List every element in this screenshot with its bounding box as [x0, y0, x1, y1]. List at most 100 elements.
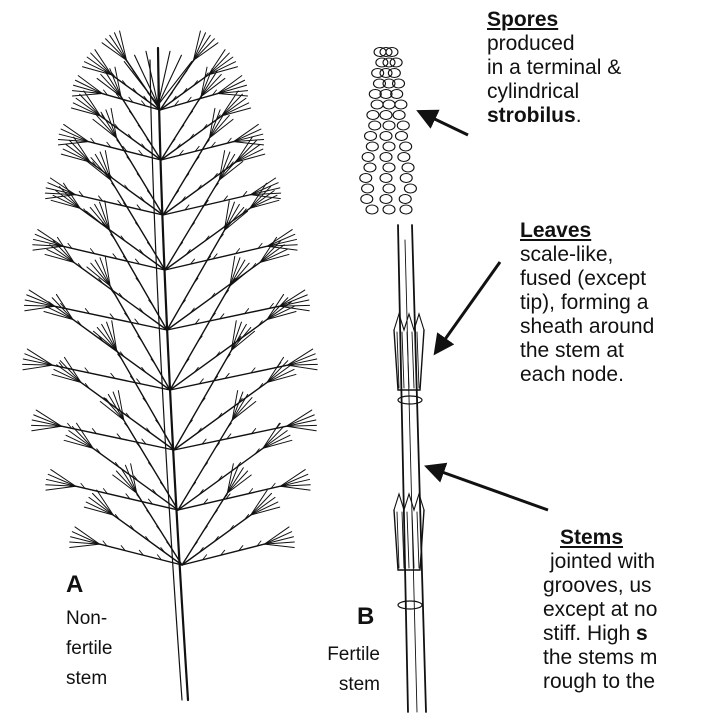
branch-whorl: [167, 201, 310, 330]
needle: [280, 474, 308, 486]
stems-line-4-pre: stiff. High: [543, 622, 636, 645]
needle: [209, 57, 233, 75]
spores-line-4-tail: .: [576, 104, 582, 127]
stems-arrow: [428, 467, 548, 510]
sporangium-scale: [400, 174, 412, 183]
branch: [110, 230, 167, 330]
plant-a-letter: A: [66, 571, 83, 599]
sporangium-scale: [383, 58, 395, 67]
needle: [27, 295, 55, 306]
sheath-rib: [407, 512, 409, 568]
needle: [263, 431, 287, 449]
needle-fan: [280, 470, 310, 491]
needle: [194, 39, 215, 60]
branch: [110, 286, 170, 390]
sporangium-scale: [380, 153, 392, 162]
main-stem: [158, 48, 188, 700]
sporangium-scale: [393, 79, 405, 88]
spores-line-2: in a terminal &: [487, 56, 621, 80]
spores-label: Spores produced in a terminal & cylindri…: [487, 8, 621, 128]
sheath-rib: [417, 512, 419, 568]
sporangium-scale: [361, 195, 373, 204]
needle-fan: [251, 490, 280, 515]
sporangium-scale: [380, 174, 392, 183]
needle-fan: [260, 237, 289, 262]
spores-line-3: cylindrical: [487, 80, 621, 104]
leaves-heading: Leaves: [520, 219, 654, 243]
needle-fan: [250, 183, 279, 208]
needle: [97, 115, 117, 138]
needle: [264, 527, 289, 544]
needle-fan: [45, 237, 74, 262]
sporangium-scale: [400, 205, 412, 214]
needle: [287, 365, 317, 370]
branch: [100, 544, 182, 565]
sporangium-scale: [376, 58, 388, 67]
needle: [116, 471, 136, 493]
leaves-arrow: [436, 262, 500, 352]
needle: [280, 486, 310, 490]
plant-b-letter: B: [357, 603, 374, 631]
plant-b-caption: Fertile stem: [300, 640, 380, 700]
branch: [167, 230, 224, 330]
needle: [89, 497, 113, 515]
leaves-line-2: fused (except: [520, 267, 654, 291]
needle-fan: [231, 321, 254, 351]
plant-a-caption: Non- fertile stem: [66, 604, 112, 694]
plant-a-caption-line-2: fertile: [66, 634, 112, 664]
needle-fan: [287, 349, 317, 370]
needle-fan: [46, 470, 76, 491]
strobilus-term: strobilus: [487, 104, 576, 127]
sporangium-scale: [397, 121, 409, 130]
needle: [287, 426, 317, 431]
needle: [78, 76, 102, 94]
sheath-rib: [412, 332, 414, 388]
needle-fan: [58, 124, 88, 144]
sporangium-scale: [383, 163, 395, 172]
sporangium-scale: [369, 121, 381, 130]
needle: [69, 431, 93, 449]
needle-fan: [218, 76, 248, 96]
sporangium-scale: [395, 132, 407, 141]
needle: [23, 365, 53, 370]
branch-whorl: [160, 31, 248, 110]
needle-fan: [93, 321, 116, 351]
stems-line-5: the stems m: [543, 646, 657, 670]
sporangium-scale: [383, 100, 395, 109]
needle: [49, 302, 73, 320]
needle: [34, 415, 62, 426]
fertile-stem-right-edge: [412, 225, 426, 712]
spores-line-4: strobilus.: [487, 104, 621, 128]
sporangium-scale: [362, 184, 374, 193]
branch-node: [168, 93, 172, 98]
needle-fan: [267, 230, 297, 251]
needle: [222, 98, 246, 116]
branch-whorl: [46, 391, 178, 510]
sheath-upper: [394, 314, 424, 390]
branch: [182, 544, 264, 565]
needle-fan: [23, 349, 53, 370]
plant-b-caption-line-1: Fertile: [300, 640, 380, 670]
needle: [91, 158, 111, 181]
leaves-line-6: each node.: [520, 363, 654, 387]
sporangium-scale: [398, 153, 410, 162]
sporangium-scale: [365, 132, 377, 141]
needle-fan: [264, 527, 294, 547]
leaves-line-1: scale-like,: [520, 243, 654, 267]
needle: [48, 474, 76, 486]
sporangium-scale: [362, 153, 374, 162]
needle: [287, 415, 315, 426]
needle-fan: [230, 256, 253, 286]
needle: [236, 144, 260, 162]
branch-whorl: [72, 31, 160, 110]
branch: [117, 350, 174, 450]
needle-fan: [24, 290, 54, 311]
stems-label: Stems jointed with grooves, us except at…: [560, 526, 657, 694]
spores-arrow: [420, 112, 468, 135]
leaves-label: Leaves scale-like, fused (except tip), f…: [520, 219, 654, 387]
leaves-line-4: sheath around: [520, 315, 654, 339]
sporangium-scale: [371, 100, 383, 109]
needle: [280, 295, 308, 306]
plant-a-caption-line-3: stem: [66, 664, 112, 694]
